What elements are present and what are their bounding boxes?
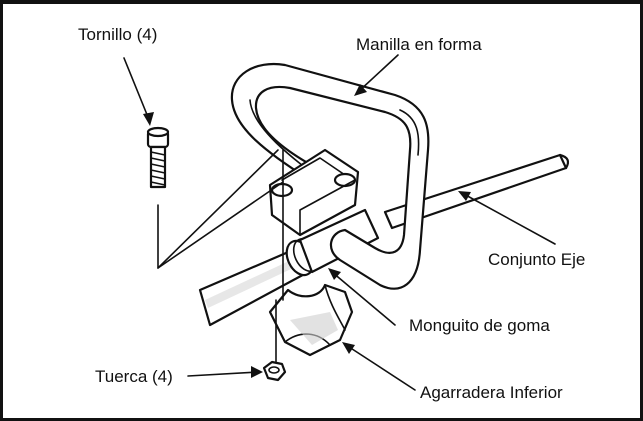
label-lower-grip: Agarradera Inferior — [420, 383, 563, 402]
nut — [262, 360, 287, 382]
label-rubber-sleeve: Monguito de goma — [409, 316, 550, 335]
label-screw: Tornillo (4) — [78, 25, 157, 44]
assembly-guide-lines — [157, 149, 284, 363]
shaft-assembly — [198, 153, 570, 327]
screw — [146, 126, 170, 189]
label-nut: Tuerca (4) — [95, 367, 173, 386]
upper-clamp — [268, 148, 360, 237]
label-shaft-assembly: Conjunto Eje — [488, 250, 585, 269]
leader-lines — [123, 54, 556, 391]
lower-grip — [268, 283, 354, 357]
label-loop-handle: Manilla en forma — [356, 35, 482, 54]
